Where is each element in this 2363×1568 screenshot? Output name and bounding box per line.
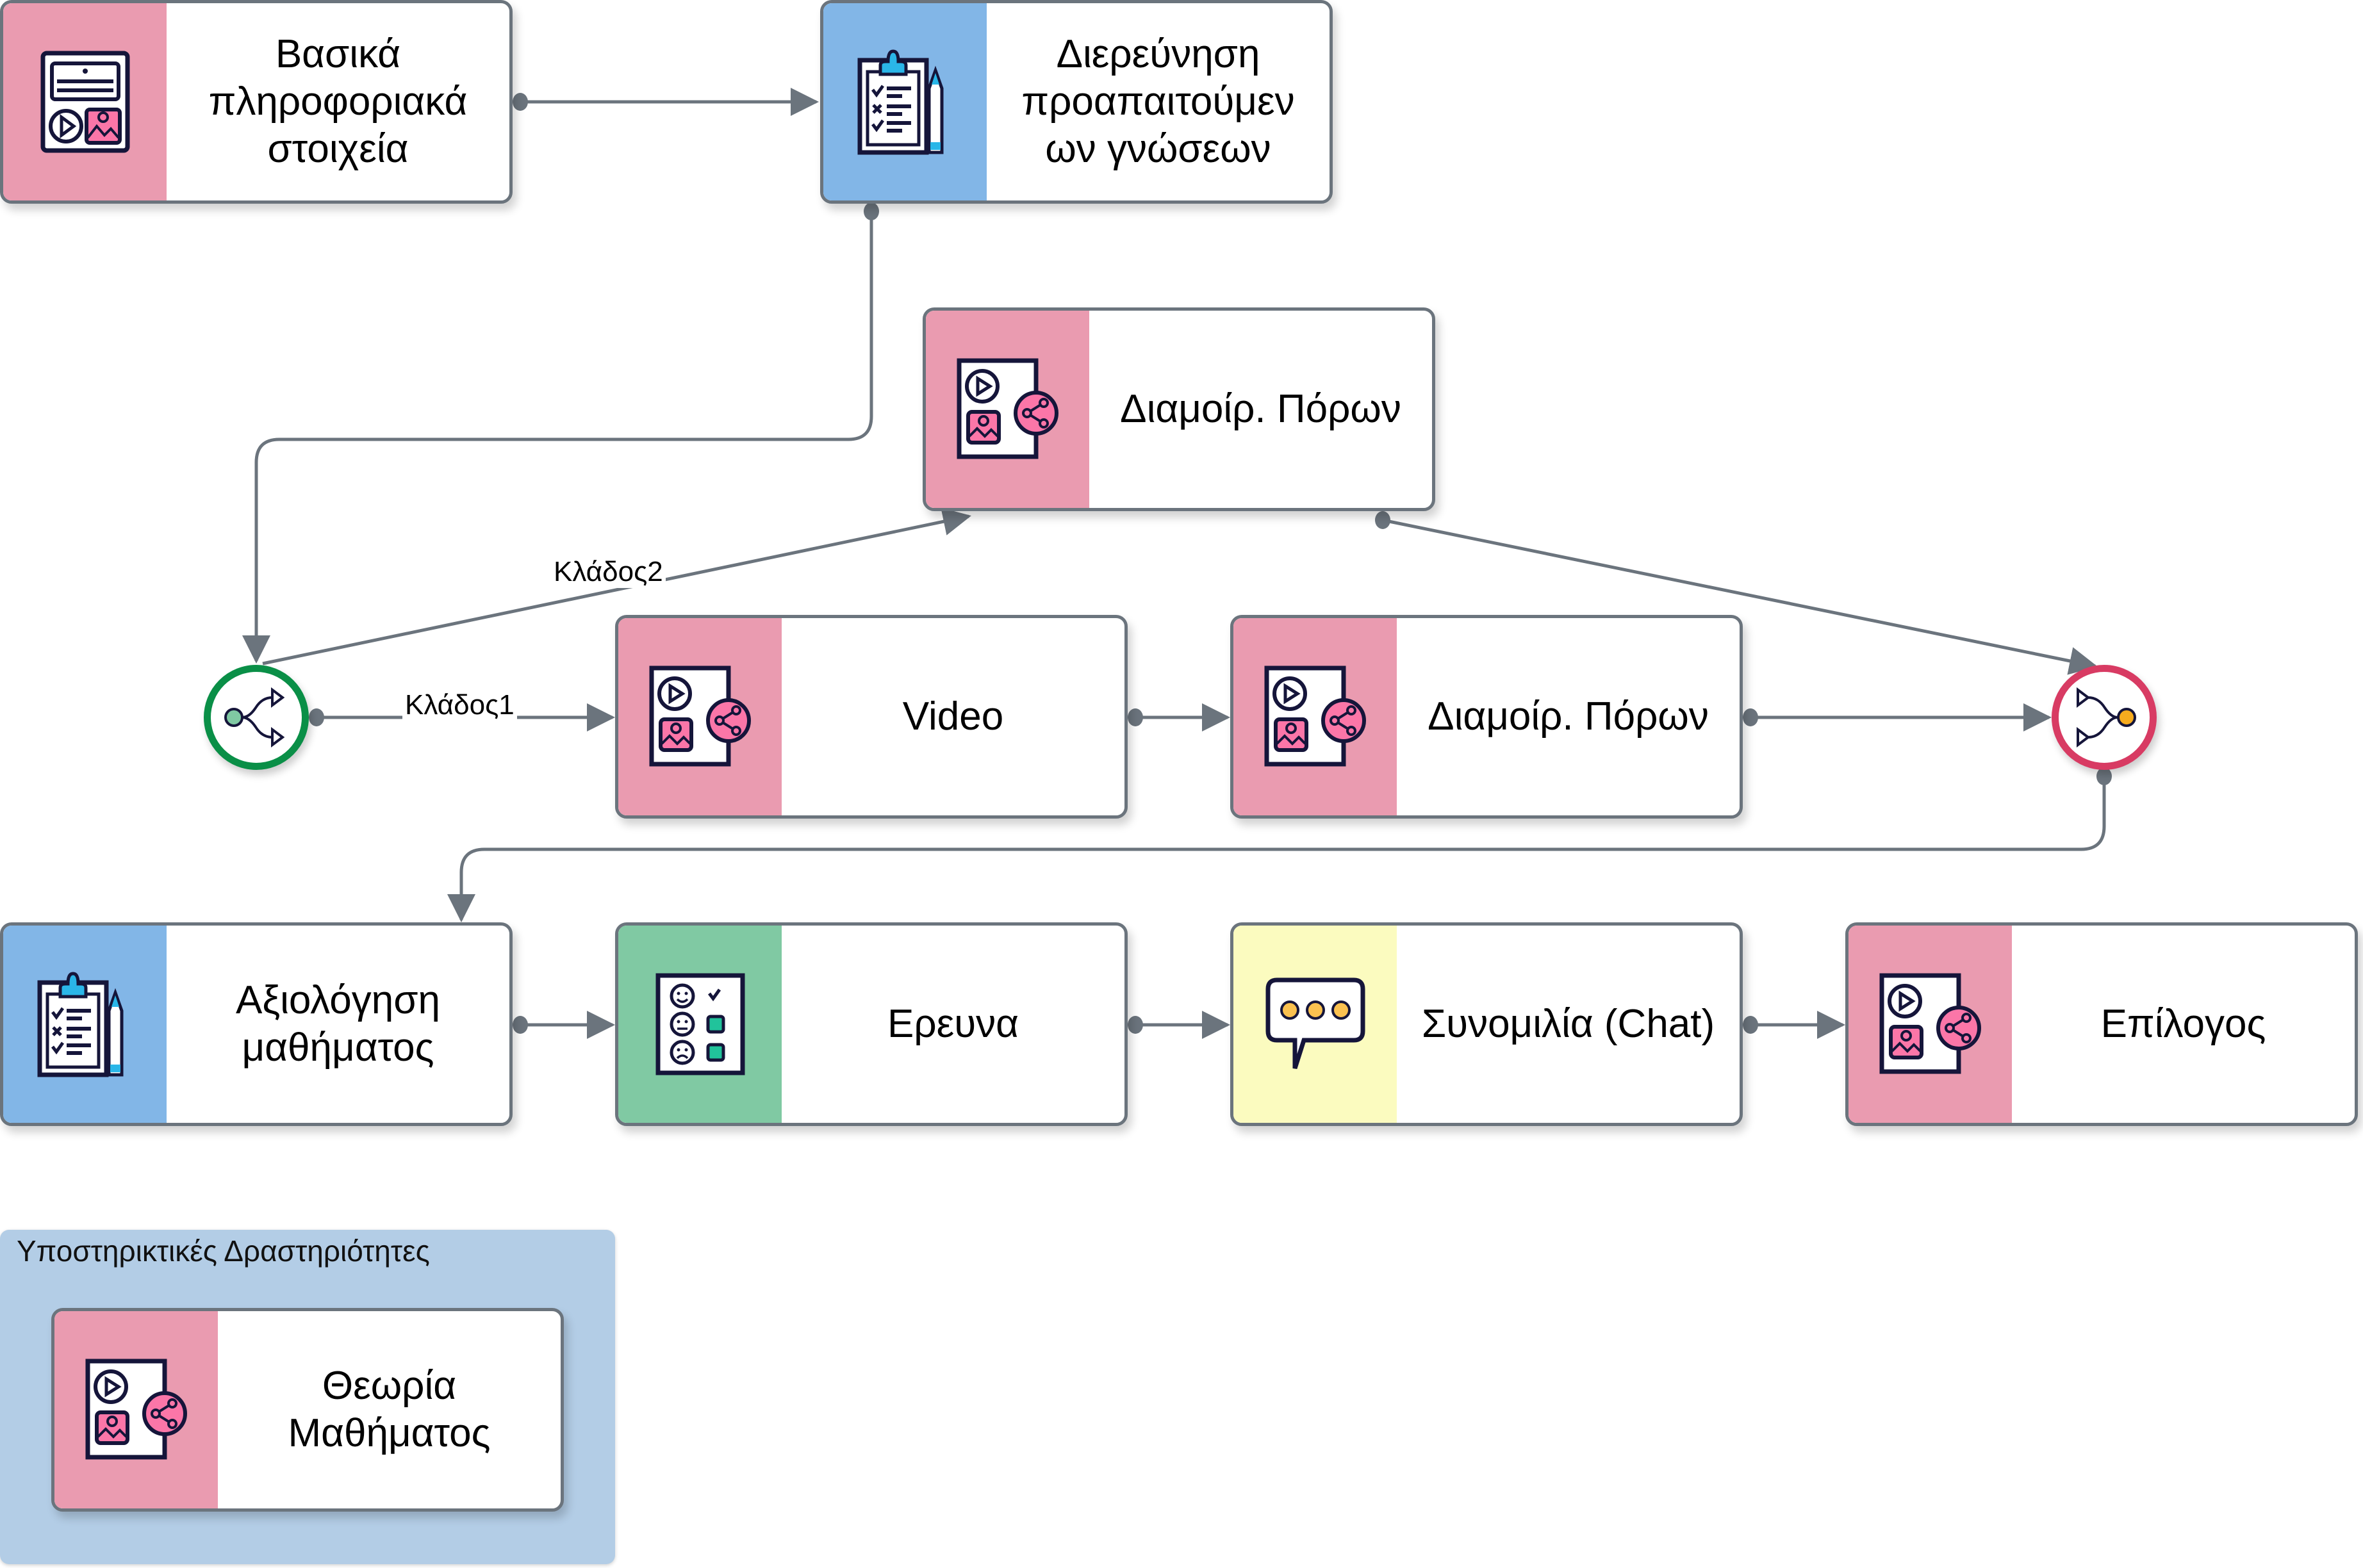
node-color-band	[618, 926, 782, 1123]
clipboard-checklist-icon	[37, 972, 123, 1077]
node-label: Διερεύνηση προαπαιτούμεν ων γνώσεων	[1021, 32, 1295, 171]
node-label: Επίλογος	[2100, 1002, 2266, 1046]
edge-share-top-to-merge	[1382, 518, 2098, 675]
edge-prereq-to-split	[242, 211, 873, 664]
resource-share-icon	[957, 358, 1058, 459]
node-label: Θεωρία Μαθήματος	[288, 1364, 491, 1455]
resource-share-icon	[649, 666, 751, 767]
node-label: Συνομιλία (Chat)	[1421, 1002, 1715, 1046]
port-dot	[1743, 1016, 1758, 1034]
node-video[interactable]: Video	[615, 615, 1128, 819]
branch-split-gate[interactable]	[204, 665, 309, 770]
node-label: Video	[902, 694, 1004, 739]
port-dot	[309, 708, 324, 726]
edge-merge-to-evaluation	[447, 776, 2106, 922]
node-color-band	[823, 3, 987, 200]
resource-share-icon	[85, 1359, 187, 1460]
node-chat[interactable]: Συνομιλία (Chat)	[1230, 922, 1743, 1126]
edge-split-to-share-top	[262, 507, 971, 666]
node-color-band	[3, 3, 167, 200]
node-prereq-knowledge[interactable]: Διερεύνηση προαπαιτούμεν ων γνώσεων	[820, 0, 1333, 204]
edge-label-branch1[interactable]: Κλάδος1	[402, 689, 517, 721]
node-course-evaluation[interactable]: Αξιολόγηση μαθήματος	[0, 922, 513, 1126]
port-dot	[1128, 708, 1143, 726]
node-epilogue[interactable]: Επίλογος	[1845, 922, 2358, 1126]
node-color-band	[54, 1311, 218, 1508]
info-page-icon	[40, 51, 129, 153]
node-label: Ερευνα	[887, 1002, 1019, 1046]
port-dot	[1375, 511, 1390, 529]
node-color-band	[1233, 926, 1397, 1123]
node-color-band	[1233, 618, 1397, 815]
node-label: Διαμοίρ. Πόρων	[1428, 694, 1709, 739]
port-dot	[864, 202, 879, 220]
chat-bubble-icon	[1265, 977, 1365, 1070]
survey-faces-icon	[655, 973, 745, 1075]
branch-split-icon	[224, 687, 285, 747]
port-dot	[513, 93, 528, 111]
node-survey[interactable]: Ερευνα	[615, 922, 1128, 1126]
branch-merge-icon	[2077, 687, 2136, 747]
node-color-band	[618, 618, 782, 815]
group-title: Υποστηρικτικές Δραστηριότητες	[17, 1234, 430, 1268]
port-dot	[2096, 767, 2112, 785]
node-color-band	[1848, 926, 2012, 1123]
node-label: Βασικά πληροφοριακά στοιχεία	[208, 32, 468, 171]
node-label: Αξιολόγηση μαθήματος	[236, 978, 440, 1070]
node-color-band	[3, 926, 167, 1123]
edge-label-branch2[interactable]: Κλάδος2	[551, 556, 666, 588]
resource-share-icon	[1879, 973, 1981, 1074]
port-dot	[1128, 1016, 1143, 1034]
supporting-activities-group[interactable]: Υποστηρικτικές Δραστηριότητες Θεωρία	[0, 1230, 615, 1564]
port-dot	[513, 1016, 528, 1034]
node-color-band	[926, 311, 1089, 508]
node-basic-info[interactable]: Βασικά πληροφοριακά στοιχεία	[0, 0, 513, 204]
node-label: Διαμοίρ. Πόρων	[1120, 387, 1401, 431]
branch-merge-gate[interactable]	[2052, 665, 2157, 770]
resource-share-icon	[1264, 666, 1366, 767]
clipboard-checklist-icon	[857, 49, 943, 155]
node-course-theory[interactable]: Θεωρία Μαθήματος	[51, 1308, 564, 1512]
node-resource-sharing-branch2[interactable]: Διαμοίρ. Πόρων	[923, 307, 1435, 511]
node-resource-sharing-branch1[interactable]: Διαμοίρ. Πόρων	[1230, 615, 1743, 819]
port-dot	[1743, 708, 1758, 726]
